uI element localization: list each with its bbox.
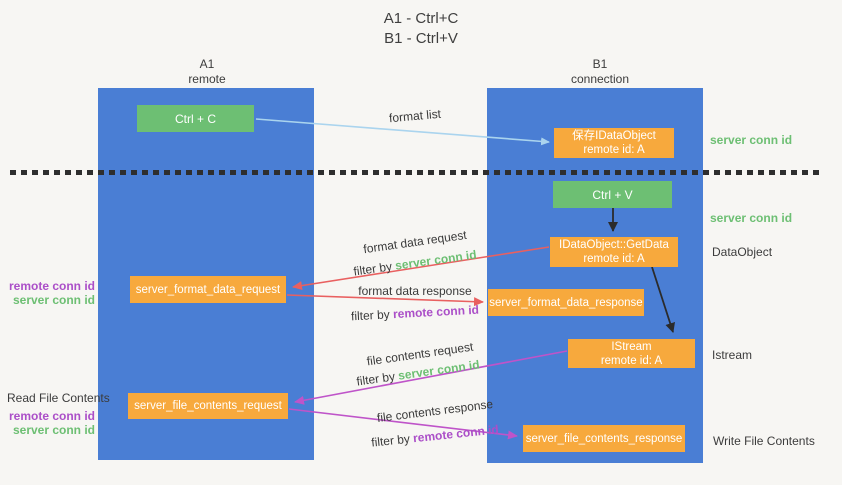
write-file-contents-annotation: Write File Contents bbox=[713, 434, 815, 448]
remote-conn-id-annotation-1: remote conn id bbox=[8, 279, 95, 293]
read-file-contents-annotation: Read File Contents bbox=[7, 391, 110, 405]
phase-separator-dotted-line bbox=[10, 170, 823, 175]
getdata-line1: IDataObject::GetData bbox=[559, 239, 669, 251]
server-conn-id-annotation-left-2: server conn id bbox=[12, 423, 95, 437]
server-file-contents-response-label: server_file_contents_response bbox=[525, 432, 683, 445]
title-line-ctrl-v: B1 - Ctrl+V bbox=[384, 30, 458, 47]
server-file-contents-request-label: server_file_contents_request bbox=[134, 400, 282, 412]
server-format-data-request-box: server_format_data_request bbox=[130, 276, 286, 303]
save-dataobject-line1: 保存IDataObject bbox=[572, 130, 656, 142]
ctrl-c-label: Ctrl + C bbox=[174, 111, 216, 126]
server-conn-id-annotation-1: server conn id bbox=[710, 133, 793, 147]
istream-line1: IStream bbox=[611, 340, 652, 353]
dataobject-annotation: DataObject bbox=[712, 245, 773, 259]
remote-conn-id-annotation-2: remote conn id bbox=[8, 409, 95, 423]
server-conn-id-annotation-left-1: server conn id bbox=[12, 293, 95, 307]
server-format-data-request-label: server_format_data_request bbox=[135, 283, 281, 296]
lifeline-a1-name: A1 bbox=[199, 57, 215, 71]
filter-by-prefix: filter by bbox=[352, 258, 397, 279]
istream-line2: remote id: A bbox=[600, 354, 663, 367]
diagram-title: A1 - Ctrl+C B1 - Ctrl+V bbox=[321, 9, 521, 49]
format-data-response-label: format data response bbox=[358, 284, 472, 298]
filter-by-prefix: filter by bbox=[370, 431, 414, 450]
lifeline-b1-name: B1 bbox=[592, 57, 608, 71]
format-list-arrow-label: format list bbox=[388, 106, 442, 126]
remote-conn-id-key: remote conn id bbox=[392, 302, 480, 322]
format-request-conn-ids-annotation: remote conn id server conn id bbox=[0, 279, 95, 307]
server-file-contents-request-box: server_file_contents_request bbox=[128, 393, 288, 419]
server-conn-id-key: server conn id bbox=[394, 247, 478, 273]
istream-box: IStream remote id: A bbox=[568, 339, 695, 368]
file-request-conn-ids-annotation: remote conn id server conn id bbox=[0, 409, 95, 437]
lifeline-header-a1: A1 remote bbox=[147, 57, 267, 87]
idataobject-getdata-box: IDataObject::GetData remote id: A bbox=[550, 237, 678, 267]
filter-by-prefix: filter by bbox=[350, 307, 394, 324]
lifeline-b1-role: connection bbox=[570, 72, 630, 86]
server-format-data-response-box: server_format_data_response bbox=[488, 289, 644, 316]
save-dataobject-box: 保存IDataObject remote id: A bbox=[554, 128, 674, 158]
ctrl-v-label: Ctrl + V bbox=[592, 187, 633, 202]
server-format-data-response-label: server_format_data_response bbox=[489, 296, 643, 309]
lifeline-header-b1: B1 connection bbox=[540, 57, 660, 87]
server-file-contents-response-box: server_file_contents_response bbox=[523, 425, 685, 452]
ctrl-c-action-box: Ctrl + C bbox=[137, 105, 254, 132]
filter-by-prefix: filter by bbox=[355, 368, 400, 389]
istream-annotation: Istream bbox=[712, 348, 753, 362]
ctrl-v-action-box: Ctrl + V bbox=[553, 181, 672, 208]
getdata-line2: remote id: A bbox=[583, 253, 645, 265]
lifeline-a1-role: remote bbox=[188, 72, 226, 86]
server-conn-id-annotation-2: server conn id bbox=[710, 211, 793, 225]
save-dataobject-line2: remote id: A bbox=[583, 144, 645, 156]
title-line-ctrl-c: A1 - Ctrl+C bbox=[383, 10, 459, 27]
format-data-response-filter-label: filter by remote conn id bbox=[335, 302, 496, 324]
